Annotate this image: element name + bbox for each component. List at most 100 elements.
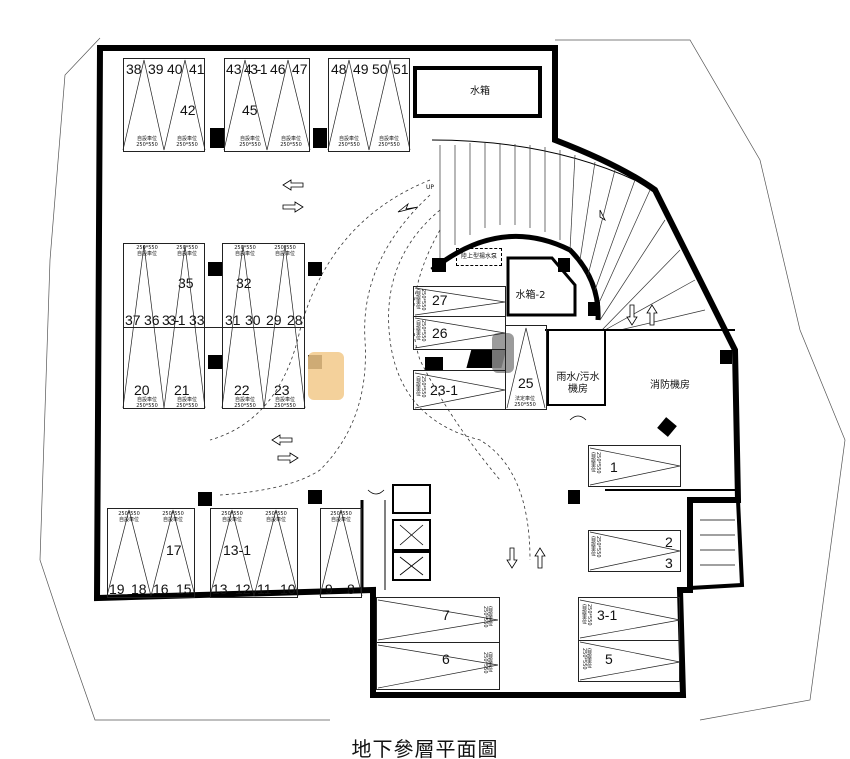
space-number: 12: [235, 581, 251, 597]
parking-block: [578, 597, 680, 682]
space-number: 49: [353, 61, 369, 77]
tag-type: 自設車位: [274, 397, 295, 403]
tag-type: 法定車位: [514, 396, 535, 402]
tag-size: 250*550: [280, 142, 302, 148]
space-number: 8: [347, 581, 355, 597]
tag-size: 250*550: [338, 142, 360, 148]
water-tank-2-label: 水箱-2: [515, 290, 546, 301]
space-number: 32: [236, 275, 252, 291]
space-number: 33: [189, 312, 205, 328]
space-number: 20: [134, 382, 150, 398]
space-number: 43-1: [244, 61, 268, 77]
ramp-steps: [439, 143, 706, 331]
space-number: 33-1: [162, 312, 186, 328]
space-number: 36: [144, 312, 160, 328]
tag-type: 自設車位: [415, 320, 421, 340]
tag-type: 自設車位: [136, 397, 157, 403]
fire-room-label: 消防機房: [650, 380, 690, 391]
tag-size: 250*550: [136, 245, 158, 251]
parking-block: [413, 370, 506, 410]
tag-type: 自設車位: [581, 604, 587, 624]
tag-size: 250*550: [420, 320, 426, 342]
tag-size: 250*550: [176, 403, 198, 409]
parking-block: [413, 286, 506, 350]
tag-size: 250*550: [514, 402, 536, 408]
space-number: 50: [372, 61, 388, 77]
space-number: 45: [242, 102, 258, 118]
space-number: 21: [174, 382, 190, 398]
space-number: 40: [167, 61, 183, 77]
tag-type: 自設車位: [136, 251, 157, 257]
space-number: 28: [287, 312, 303, 328]
space-number: 5: [605, 651, 613, 667]
space-number: 30: [245, 312, 261, 328]
tag-size: 250*550: [378, 142, 400, 148]
space-number: 26: [432, 325, 448, 341]
tag-type: 自設車位: [415, 376, 421, 396]
tag-size: 250*550: [176, 245, 198, 251]
space-number: 27: [432, 292, 448, 308]
space-number: 46: [270, 61, 286, 77]
space-number: 3-1: [597, 607, 618, 623]
tag-size: 250*550: [482, 652, 488, 674]
tag-type: 自設車位: [234, 397, 255, 403]
space-number: 16: [153, 581, 169, 597]
space-number: 48: [331, 61, 347, 77]
rain-sewage-room-label: 雨水/污水機房: [556, 372, 600, 395]
space-number: 13-1: [223, 542, 252, 558]
tag-type: 自設車位: [176, 251, 197, 257]
space-number: 15: [176, 581, 192, 597]
space-number: 51: [393, 61, 409, 77]
space-number: 38: [126, 61, 142, 77]
tag-size: 250*550: [239, 142, 261, 148]
outer-wall: [93, 45, 742, 698]
parking-block: [222, 243, 305, 409]
tag-type: 自設車位: [274, 251, 295, 257]
space-number: 37: [125, 312, 141, 328]
tag-type: 自設車位: [118, 517, 139, 523]
tag-type: 自設車位: [265, 517, 286, 523]
parking-block: [320, 508, 362, 598]
space-number: 22: [234, 382, 250, 398]
tag-size: 250*550: [420, 289, 426, 311]
tag-size: 250*550: [595, 452, 601, 474]
parking-block: [376, 597, 500, 690]
space-number: 47: [292, 61, 308, 77]
tag-size: 250*550: [330, 511, 352, 517]
ramp-outer-edge: [431, 139, 656, 191]
columns: [198, 128, 732, 506]
water-tank-2-wall: [506, 256, 577, 317]
tag-type: 自設車位: [330, 517, 351, 523]
parking-block: [588, 530, 681, 572]
tag-type: 自設車位: [239, 136, 260, 142]
space-number: 43: [226, 61, 242, 77]
space-number: 29: [266, 312, 282, 328]
elevators: [392, 484, 431, 581]
tag-type: 自設車位: [162, 517, 183, 523]
space-number: 6: [442, 651, 450, 667]
tag-size: 250*550: [234, 245, 256, 251]
tag-size: 250*550: [136, 142, 158, 148]
parking-block: [107, 508, 195, 598]
tag-type: 自設車位: [136, 136, 157, 142]
tag-size: 250*550: [274, 403, 296, 409]
